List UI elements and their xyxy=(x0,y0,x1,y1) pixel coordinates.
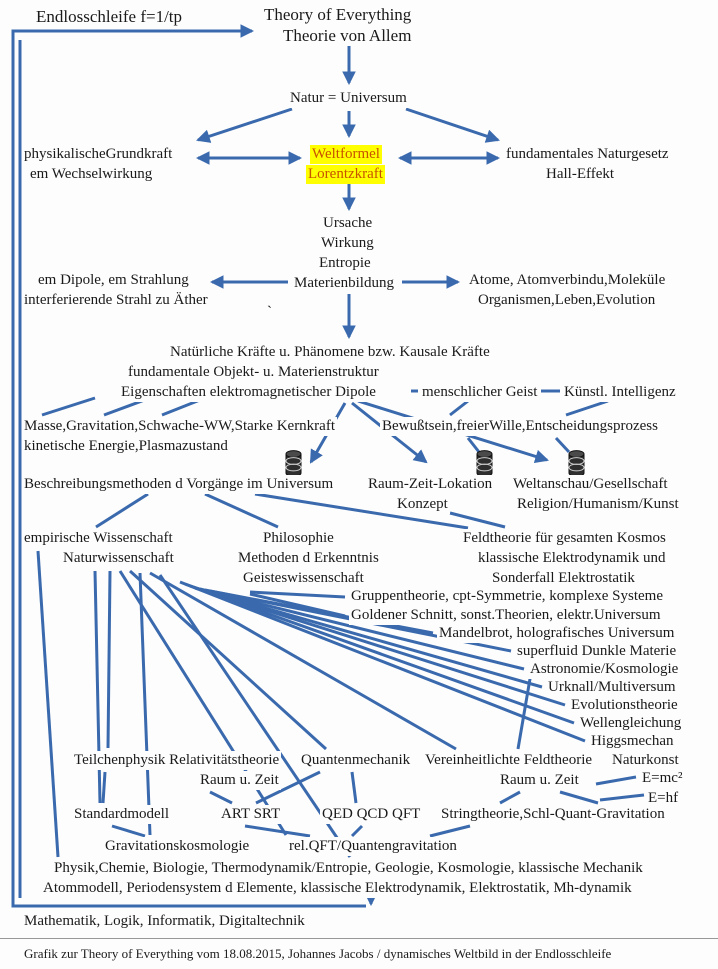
node-weltanschau: Weltanschau/Gesellschaft xyxy=(511,475,670,494)
node-kausale-kraefte: Natürliche Kräfte u. Phänomene bzw. Kaus… xyxy=(168,343,492,362)
node-masse-gravitation: Masse,Gravitation,Schwache-WW,Starke Ker… xyxy=(22,417,338,436)
node-empirische-wissenschaft: empirische Wissenschaft xyxy=(22,529,175,548)
node-geisteswissenschaft: Geisteswissenschaft xyxy=(241,569,366,588)
node-stringtheorie: Stringtheorie,Schl-Quant-Gravitation xyxy=(439,805,667,824)
node-eigenschaften-dipole: Eigenschaften elektromagnetischer Dipole xyxy=(119,383,378,402)
node-quantenmechanik: Quantenmechanik xyxy=(299,751,413,770)
node-religion-humanism: Religion/Humanism/Kunst xyxy=(515,495,681,514)
node-endlosschleife: Endlosschleife f=1/tp xyxy=(34,7,185,26)
node-evolutionstheorie: Evolutionstheorie xyxy=(569,696,680,715)
node-dunkle-materie: superfluid Dunkle Materie xyxy=(515,642,679,661)
node-rel-qft: rel.QFT/Quantengravitation xyxy=(287,837,459,856)
database-icon xyxy=(284,450,303,482)
node-raum-zeit-lokation: Raum-Zeit-Lokation xyxy=(366,475,495,494)
node-naturgesetz-line1: fundamentales Naturgesetz xyxy=(504,145,671,164)
node-methoden-erkenntnis: Methoden d Erkenntnis xyxy=(236,549,381,568)
node-weltformel: Weltformel xyxy=(310,145,382,164)
node-objektstruktur: fundamentale Objekt- u. Materienstruktur xyxy=(126,363,381,382)
node-grundkraft-line2: em Wechselwirkung xyxy=(28,165,155,184)
node-wirkung: Wirkung xyxy=(319,234,376,253)
node-emc2: E=mc² xyxy=(640,769,685,788)
node-stray-mark: ` xyxy=(267,304,272,320)
node-standardmodell: Standardmodell xyxy=(72,805,171,824)
node-sonderfall-elektrostatik: Sonderfall Elektrostatik xyxy=(490,569,637,588)
node-klassische-elektrodynamik: klassische Elektrodynamik und xyxy=(476,549,668,568)
node-bewusstsein: Bewußtsein,freierWille,Entscheidungsproz… xyxy=(380,417,660,436)
node-atome-line2: Organismen,Leben,Evolution xyxy=(476,291,658,310)
node-konzept: Konzept xyxy=(395,495,450,514)
node-dipole-line1: em Dipole, em Strahlung xyxy=(36,271,191,290)
node-atome-line1: Atome, Atomverbindu,Moleküle xyxy=(467,271,668,290)
node-higgsmechanismus: Higgsmechan xyxy=(589,732,676,751)
node-gruppentheorie: Gruppentheorie, cpt-Symmetrie, komplexe … xyxy=(349,587,666,606)
node-raum-zeit-rechts: Raum u. Zeit xyxy=(498,771,581,790)
node-goldener-schnitt: Goldener Schnitt, sonst.Theorien, elektr… xyxy=(349,606,663,625)
node-teilchenphysik: Teilchenphysik Relativitätstheorie xyxy=(72,751,282,770)
node-atommodell-liste: Atommodell, Periodensystem d Elemente, k… xyxy=(41,879,634,898)
node-title-line1: Theory of Everything xyxy=(262,5,414,24)
node-mandelbrot: Mandelbrot, holografisches Universum xyxy=(437,624,677,643)
node-grundkraft-line1: physikalischeGrundkraft xyxy=(22,145,175,164)
node-title-line2: Theorie von Allem xyxy=(281,26,414,45)
node-kuenstliche-intelligenz: Künstl. Intelligenz xyxy=(562,383,678,402)
caption-divider xyxy=(0,938,718,939)
node-kinetische-energie: kinetische Energie,Plasmazustand xyxy=(22,437,230,456)
node-ehf: E=hf xyxy=(646,789,681,808)
node-beschreibungsmethoden: Beschreibungsmethoden d Vorgänge im Univ… xyxy=(22,475,336,494)
node-lorentzkraft: Lorentzkraft xyxy=(306,165,385,184)
node-materienbildung: Materienbildung xyxy=(292,274,396,293)
node-naturgesetz-line2: Hall-Effekt xyxy=(544,165,617,184)
node-gravitationskosmologie: Gravitationskosmologie xyxy=(103,837,252,856)
node-naturkonstanten: Naturkonst xyxy=(610,751,681,770)
node-feldtheorie-kosmos: Feldtheorie für gesamten Kosmos xyxy=(461,529,668,548)
node-naturwissenschaft: Naturwissenschaft xyxy=(61,549,176,568)
node-natur-universum: Natur = Universum xyxy=(288,89,409,108)
node-ursache: Ursache xyxy=(321,214,375,233)
node-philosophie: Philosophie xyxy=(261,529,336,548)
node-physik-liste: Physik,Chemie, Biologie, Thermodynamik/E… xyxy=(52,859,645,878)
node-vereinheitlichte-feldtheorie: Vereinheitlichte Feldtheorie xyxy=(423,751,595,770)
database-icon xyxy=(475,450,494,482)
database-icon xyxy=(567,450,586,482)
node-dipole-line2: interferierende Strahl zu Äther xyxy=(22,291,210,310)
node-wellengleichung: Wellengleichung xyxy=(578,714,684,733)
node-urknall-multiversum: Urknall/Multiversum xyxy=(546,678,678,697)
node-raum-zeit-links: Raum u. Zeit xyxy=(198,771,281,790)
caption: Grafik zur Theory of Everything vom 18.0… xyxy=(24,946,612,961)
node-menschlicher-geist: menschlicher Geist xyxy=(420,383,540,402)
node-mathematik: Mathematik, Logik, Informatik, Digitalte… xyxy=(22,912,307,931)
node-qed-qcd-qft: QED QCD QFT xyxy=(320,805,423,824)
node-astronomie-kosmologie: Astronomie/Kosmologie xyxy=(528,660,681,679)
node-art-srt: ART SRT xyxy=(219,805,283,824)
node-entropie: Entropie xyxy=(317,254,373,273)
